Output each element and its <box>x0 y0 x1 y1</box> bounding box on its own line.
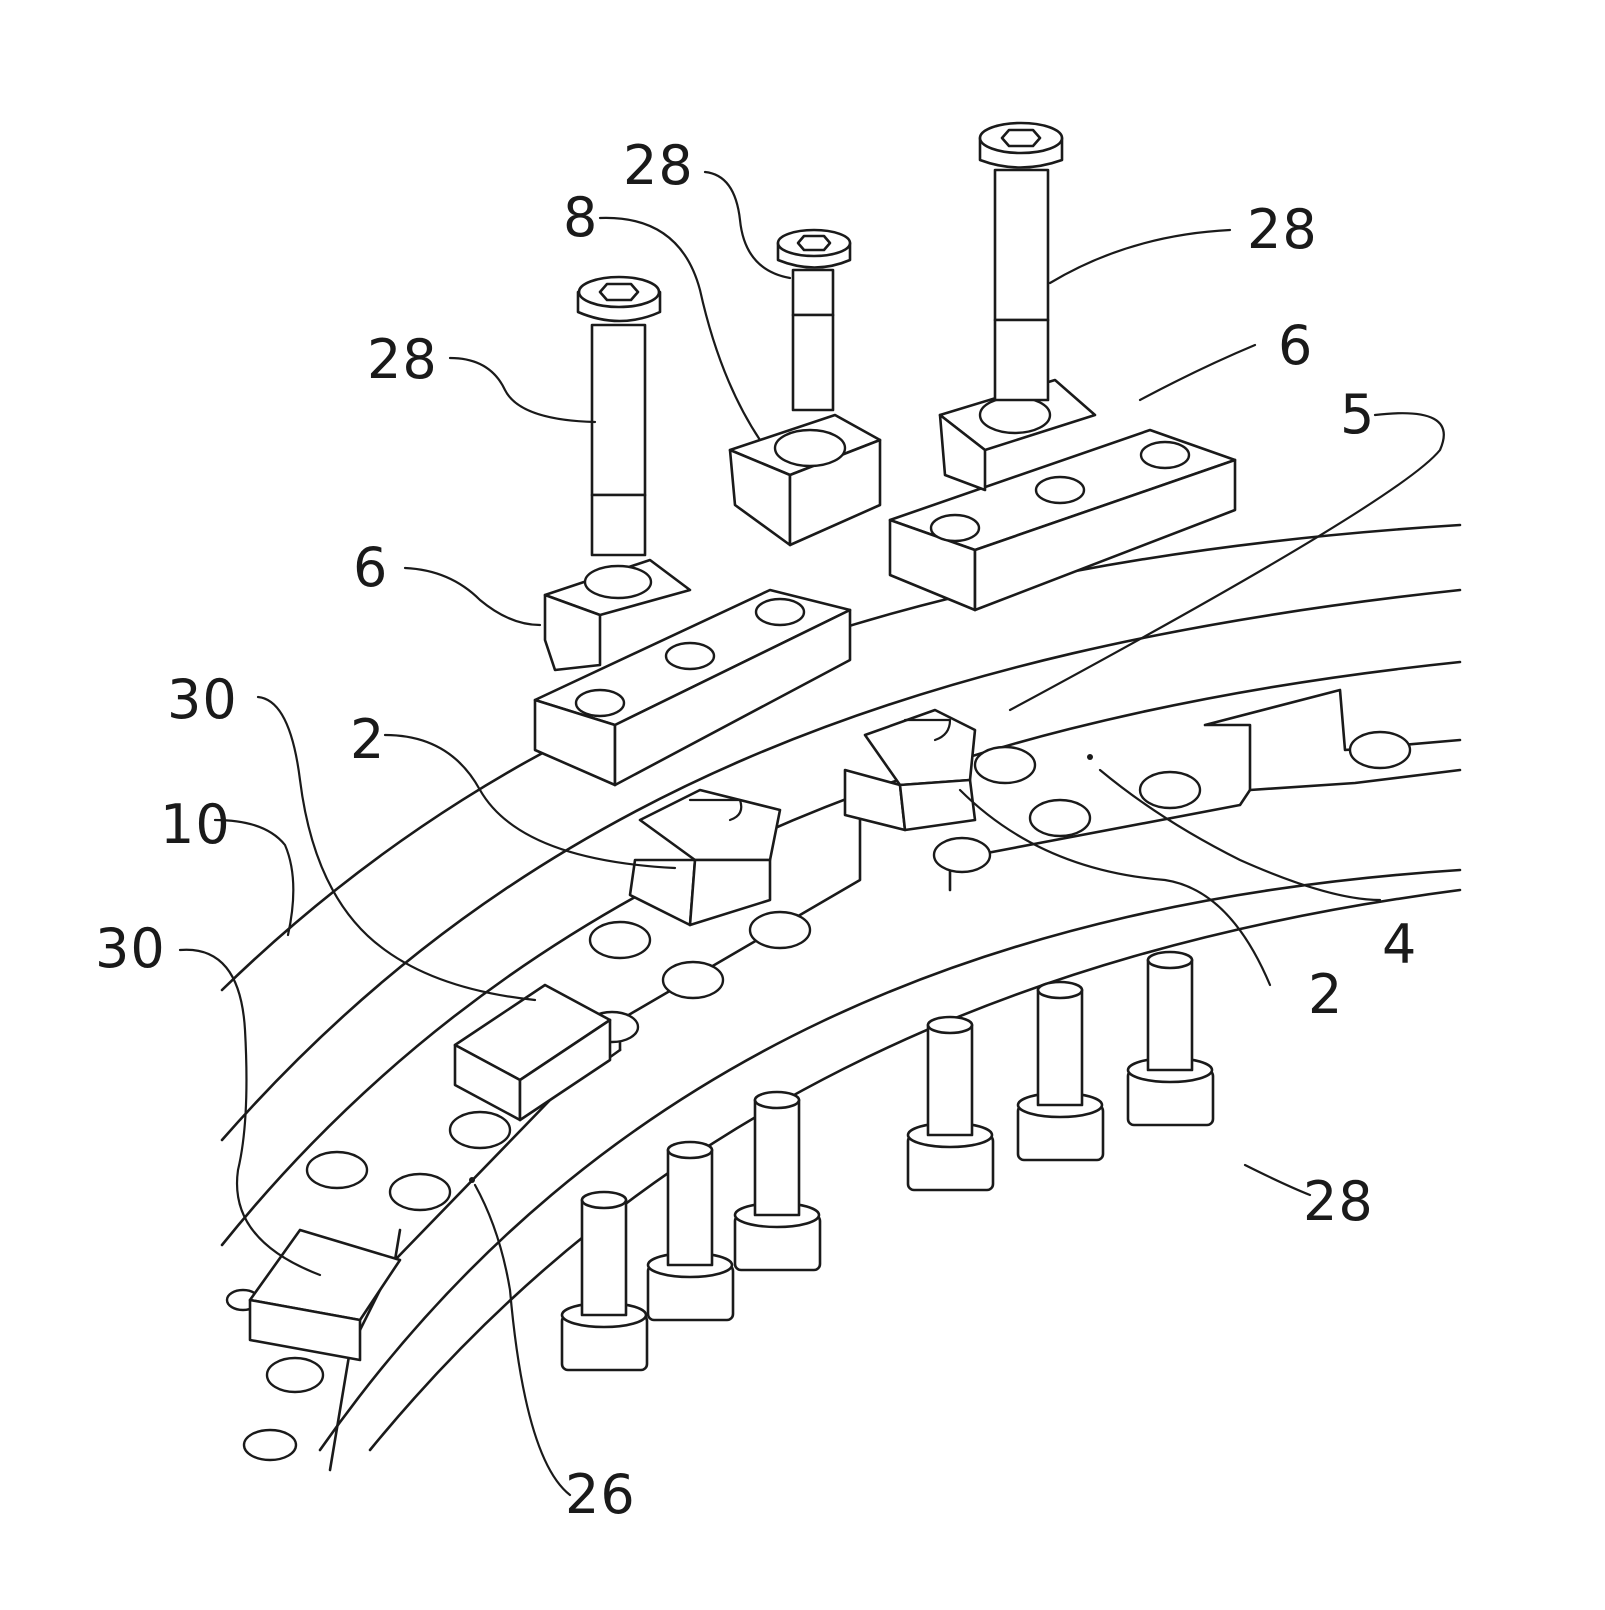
leader-30-lower <box>180 950 320 1275</box>
hole <box>750 912 810 948</box>
leader-28-top <box>705 172 790 278</box>
leader-26 <box>475 1185 570 1495</box>
hole <box>590 922 650 958</box>
bolt-28-right <box>980 123 1062 400</box>
label-5: 5 <box>1340 383 1375 446</box>
hole <box>267 1358 323 1392</box>
label-30-upper: 30 <box>167 668 238 731</box>
clamp-8 <box>730 415 880 545</box>
step-block-upper <box>455 985 610 1120</box>
label-26: 26 <box>565 1463 636 1526</box>
label-28-lower-right: 28 <box>1303 1170 1374 1233</box>
leader-30-upper <box>258 697 535 1000</box>
socket-bolt <box>1128 952 1213 1125</box>
label-2-right: 2 <box>1308 963 1343 1026</box>
label-10: 10 <box>160 793 231 856</box>
leader-6-right <box>1140 345 1255 400</box>
hole <box>934 838 990 872</box>
bolt-28-left <box>578 277 660 555</box>
leader-6-left <box>405 568 540 625</box>
label-6-left: 6 <box>353 536 388 599</box>
leader-28-lower-right <box>1245 1165 1310 1195</box>
leader-28-upper-right <box>1050 230 1230 283</box>
dot-marker <box>1087 754 1093 760</box>
socket-bolt <box>1018 982 1103 1160</box>
hole <box>1030 800 1090 836</box>
hole <box>975 747 1035 783</box>
retainer-block-left <box>630 790 780 925</box>
hole <box>450 1112 510 1148</box>
hole <box>307 1152 367 1188</box>
ring-arc-outer-2 <box>222 590 1460 1140</box>
label-6-right: 6 <box>1278 314 1313 377</box>
label-4: 4 <box>1382 913 1417 976</box>
socket-bolt <box>562 1192 647 1370</box>
label-28-top: 28 <box>623 134 694 197</box>
bolt-28-middle <box>778 230 850 410</box>
label-8: 8 <box>563 186 598 249</box>
hole <box>390 1174 450 1210</box>
lower-bolts-28 <box>562 952 1213 1370</box>
label-28-upper-right: 28 <box>1247 198 1318 261</box>
label-30-lower: 30 <box>95 917 166 980</box>
bar-6-right <box>890 430 1235 610</box>
socket-bolt <box>908 1017 993 1190</box>
socket-bolt <box>648 1142 733 1320</box>
dot-marker <box>469 1177 475 1183</box>
ring-arc-mid-1 <box>222 662 1460 1245</box>
label-2-left: 2 <box>350 708 385 771</box>
hole <box>663 962 723 998</box>
socket-bolt <box>735 1092 820 1270</box>
hole <box>1350 732 1410 768</box>
label-28-left: 28 <box>367 328 438 391</box>
hole <box>244 1430 296 1460</box>
leader-2-right <box>960 790 1270 985</box>
leader-28-left <box>450 358 595 422</box>
retainer-block-right <box>845 710 975 830</box>
hole <box>1140 772 1200 808</box>
upper-segment-ring <box>934 690 1460 890</box>
upper-ring-edge <box>950 770 1460 890</box>
